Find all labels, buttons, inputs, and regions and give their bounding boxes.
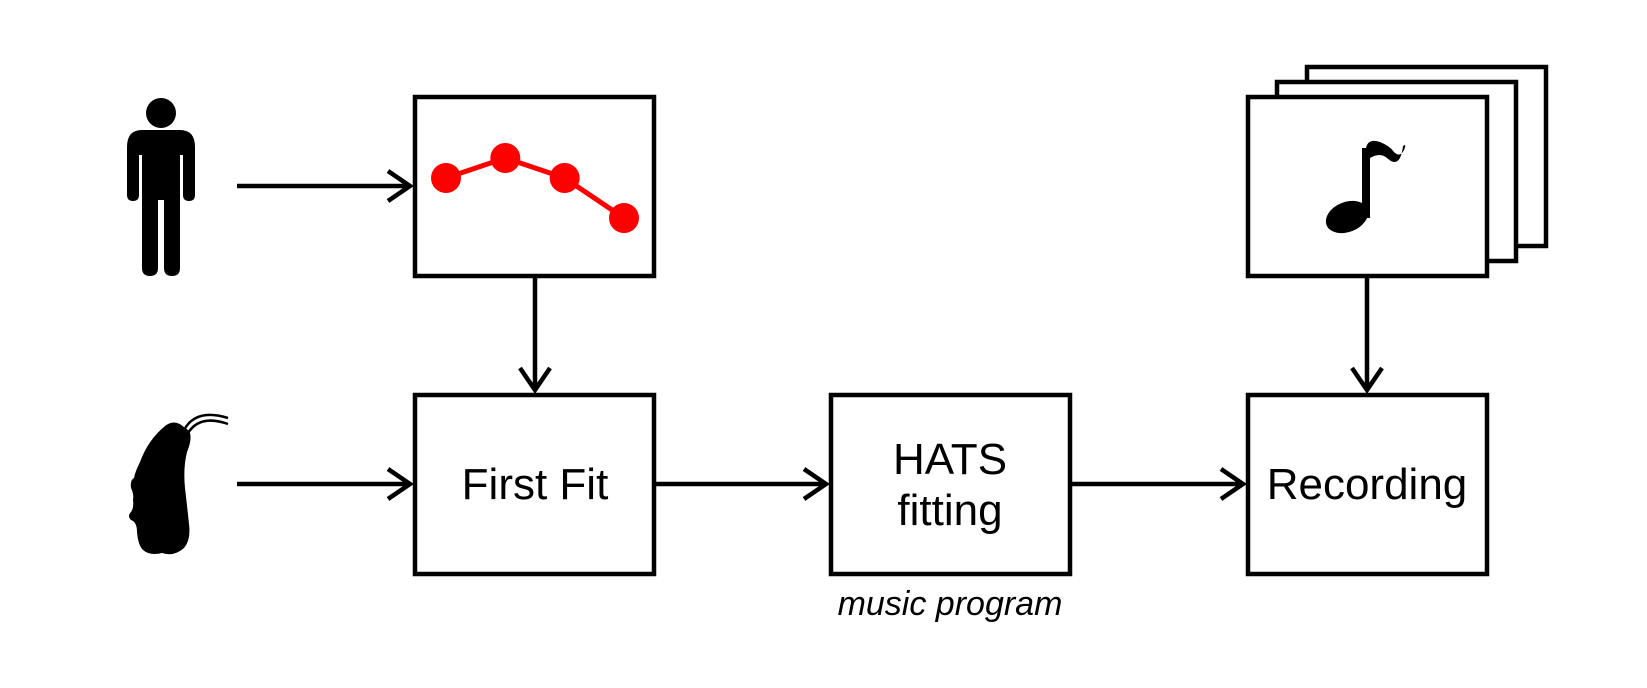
first-fit-node: First Fit: [412, 392, 657, 577]
music-card-stack: [1245, 64, 1549, 279]
arrow-music-to-recording: [1350, 276, 1384, 394]
arrow-hats-to-recording: [1070, 467, 1247, 501]
audiogram-point-1: [431, 163, 461, 193]
hats-caption: music program: [838, 585, 1063, 623]
hats-label-line2: fitting: [897, 486, 1002, 535]
arrow-first-fit-to-hats: [654, 467, 830, 501]
first-fit-label: First Fit: [462, 460, 609, 509]
arrow-person-to-audiogram: [237, 169, 414, 203]
hearing-aid-icon: [129, 413, 229, 555]
audiogram-point-3: [549, 163, 580, 193]
arrow-audiogram-to-first-fit: [518, 276, 552, 394]
person-icon: [127, 98, 195, 276]
arrow-hearing-aid-to-first-fit: [237, 467, 414, 501]
audiogram-icon: [431, 143, 639, 233]
recording-label: Recording: [1267, 460, 1468, 509]
hats-label-line1: HATS: [893, 435, 1007, 484]
recording-node: Recording: [1245, 392, 1490, 577]
audiogram-line: [445, 155, 626, 221]
audiogram-point-4: [609, 203, 639, 233]
music-note-icon: [1325, 140, 1406, 234]
audiogram-point-2: [490, 143, 521, 173]
hats-fitting-node: HATS fitting: [828, 392, 1073, 577]
